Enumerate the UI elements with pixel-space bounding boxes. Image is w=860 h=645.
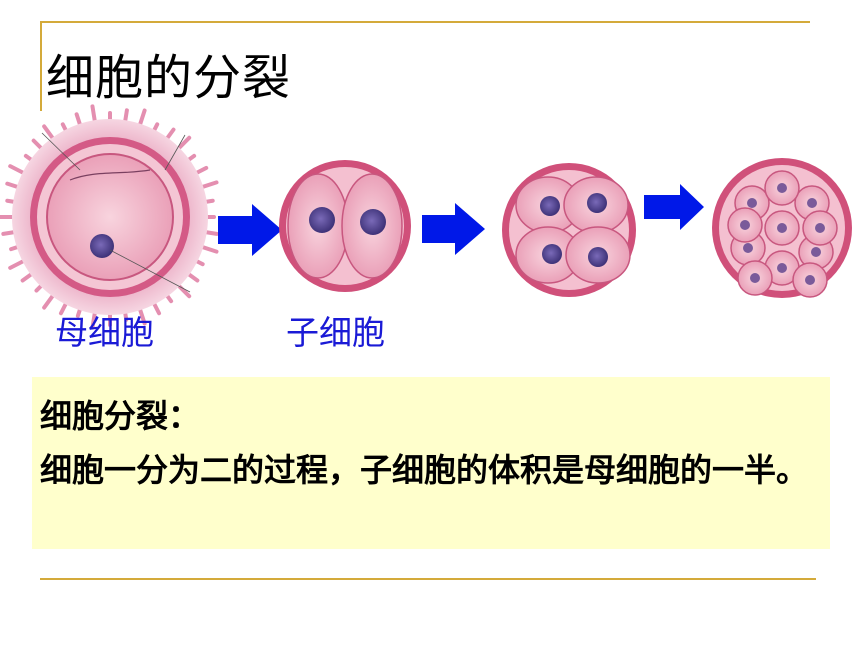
top-rule bbox=[40, 21, 810, 23]
mother-cell-caption: 母细胞 bbox=[55, 313, 154, 352]
two-cell-stage bbox=[279, 160, 411, 292]
left-rule bbox=[40, 21, 42, 111]
arrow-1 bbox=[218, 204, 282, 256]
four-cell-stage bbox=[502, 163, 636, 297]
mother-cell bbox=[0, 104, 219, 330]
slide-title: 细胞的分裂 bbox=[46, 50, 292, 106]
bottom-rule bbox=[40, 578, 816, 580]
definition-body: 细胞一分为二的过程，子细胞的体积是母细胞的一半。 bbox=[40, 451, 809, 489]
arrow-2 bbox=[422, 203, 485, 255]
definition-box: 细胞分裂： 细胞一分为二的过程，子细胞的体积是母细胞的一半。 bbox=[32, 377, 830, 549]
multi-cell-stage bbox=[712, 158, 852, 298]
arrow-3 bbox=[644, 184, 704, 230]
cell-division-figure bbox=[0, 104, 852, 330]
definition-heading: 细胞分裂： bbox=[40, 397, 201, 435]
daughter-cell-caption: 子细胞 bbox=[286, 313, 385, 352]
